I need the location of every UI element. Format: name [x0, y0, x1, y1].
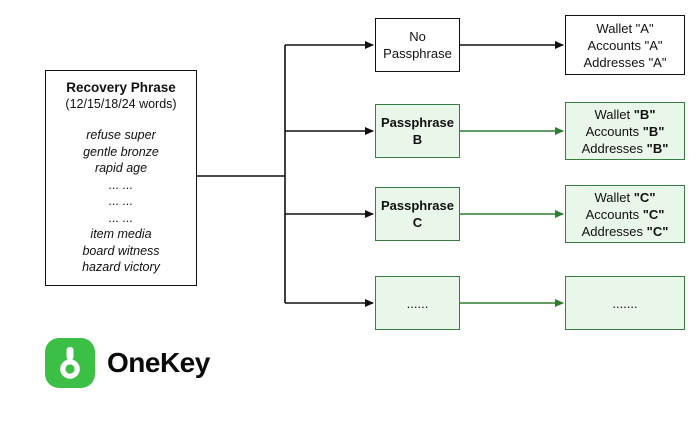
- ellipsis-text: .......: [612, 295, 638, 311]
- recovery-word: ... ...: [108, 210, 134, 225]
- recovery-word: refuse super: [86, 128, 156, 142]
- key-glyph-icon: [60, 347, 80, 379]
- wallet-line: Wallet "B": [594, 106, 656, 122]
- recovery-word: gentle bronze: [83, 144, 159, 159]
- brand-lockup: OneKey: [45, 338, 210, 388]
- passphrase-label-line: B: [412, 132, 423, 147]
- passphrase-label-line: Passphrase: [381, 115, 454, 130]
- recovery-word: hazard victory: [82, 260, 160, 274]
- recovery-word: ... ...: [108, 194, 134, 208]
- passphrase-c-box: Passphrase C: [375, 187, 460, 241]
- addresses-line: Addresses "C": [581, 223, 669, 239]
- wallet-line: Wallet "A": [596, 20, 654, 36]
- wallet-c-box: Wallet "C" Accounts "C" Addresses "C": [565, 185, 685, 243]
- recovery-phrase-title: Recovery Phrase: [66, 80, 176, 95]
- onekey-logo-icon: [45, 338, 95, 388]
- wallet-a-box: Wallet "A" Accounts "A" Addresses "A": [565, 15, 685, 75]
- accounts-line: Accounts "B": [585, 123, 665, 139]
- recovery-word: rapid age: [94, 161, 148, 175]
- no-passphrase-box: No Passphrase: [375, 18, 460, 72]
- passphrase-more-box: ......: [375, 276, 460, 330]
- wallet-b-box: Wallet "B" Accounts "B" Addresses "B": [565, 102, 685, 160]
- recovery-word: ... ...: [108, 177, 134, 192]
- passphrase-label-line: Passphrase: [383, 46, 452, 61]
- recovery-phrase-box: Recovery Phrase (12/15/18/24 words) refu…: [45, 70, 197, 286]
- passphrase-label-line: C: [412, 215, 423, 230]
- recovery-word: board witness: [82, 243, 160, 258]
- accounts-line: Accounts "C": [585, 206, 665, 222]
- accounts-line: Accounts "A": [587, 37, 663, 53]
- passphrase-label-line: Passphrase: [381, 198, 454, 213]
- recovery-phrase-word-count: (12/15/18/24 words): [65, 97, 177, 111]
- passphrase-b-box: Passphrase B: [375, 104, 460, 158]
- addresses-line: Addresses "B": [581, 140, 669, 156]
- brand-wordmark: OneKey: [107, 347, 210, 378]
- recovery-word: item media: [90, 227, 152, 241]
- addresses-line: Addresses "A": [583, 54, 667, 70]
- wallet-line: Wallet "C": [594, 189, 656, 205]
- ellipsis-text: ......: [406, 295, 429, 311]
- wallet-more-box: .......: [565, 276, 685, 330]
- passphrase-label-line: No: [409, 29, 426, 44]
